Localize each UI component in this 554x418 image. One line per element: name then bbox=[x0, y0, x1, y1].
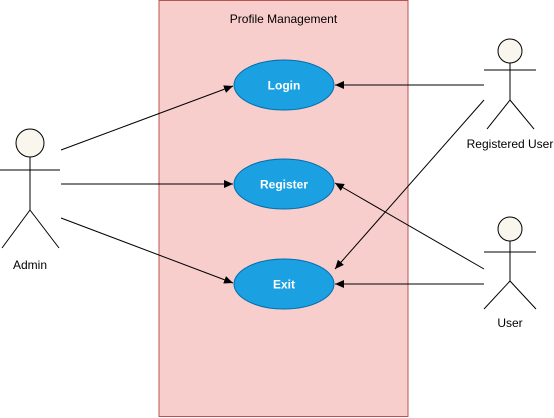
actor-user-figure bbox=[483, 216, 537, 310]
use-case-register-shape bbox=[233, 158, 335, 210]
system-title: Profile Management bbox=[230, 12, 338, 26]
use-case-exit-shape bbox=[233, 258, 335, 310]
use-case-login-label: Login bbox=[268, 79, 301, 93]
actor-user[interactable]: User bbox=[483, 216, 537, 330]
use-case-register-label: Register bbox=[260, 178, 308, 192]
association-registered-user-exit[interactable] bbox=[334, 99, 485, 270]
associations bbox=[60, 81, 485, 288]
actor-registered-user-figure bbox=[484, 38, 536, 130]
association-admin-login[interactable] bbox=[60, 85, 234, 151]
actor-admin[interactable]: Admin bbox=[0, 128, 60, 272]
actor-user-label: User bbox=[497, 316, 522, 330]
actor-admin-figure bbox=[0, 128, 60, 249]
use-case-login-shape bbox=[233, 59, 335, 111]
use-case-exit-label: Exit bbox=[273, 278, 295, 292]
use-case-exit[interactable]: Exit bbox=[233, 258, 335, 310]
actor-registered-user-label: Registered User bbox=[467, 137, 554, 151]
association-admin-exit[interactable] bbox=[60, 217, 234, 284]
actor-registered-user[interactable]: Registered User bbox=[467, 38, 554, 151]
use-case-login[interactable]: Login bbox=[233, 59, 335, 111]
use-case-register[interactable]: Register bbox=[233, 158, 335, 210]
actor-admin-label: Admin bbox=[13, 258, 47, 272]
association-user-register[interactable] bbox=[334, 182, 485, 270]
